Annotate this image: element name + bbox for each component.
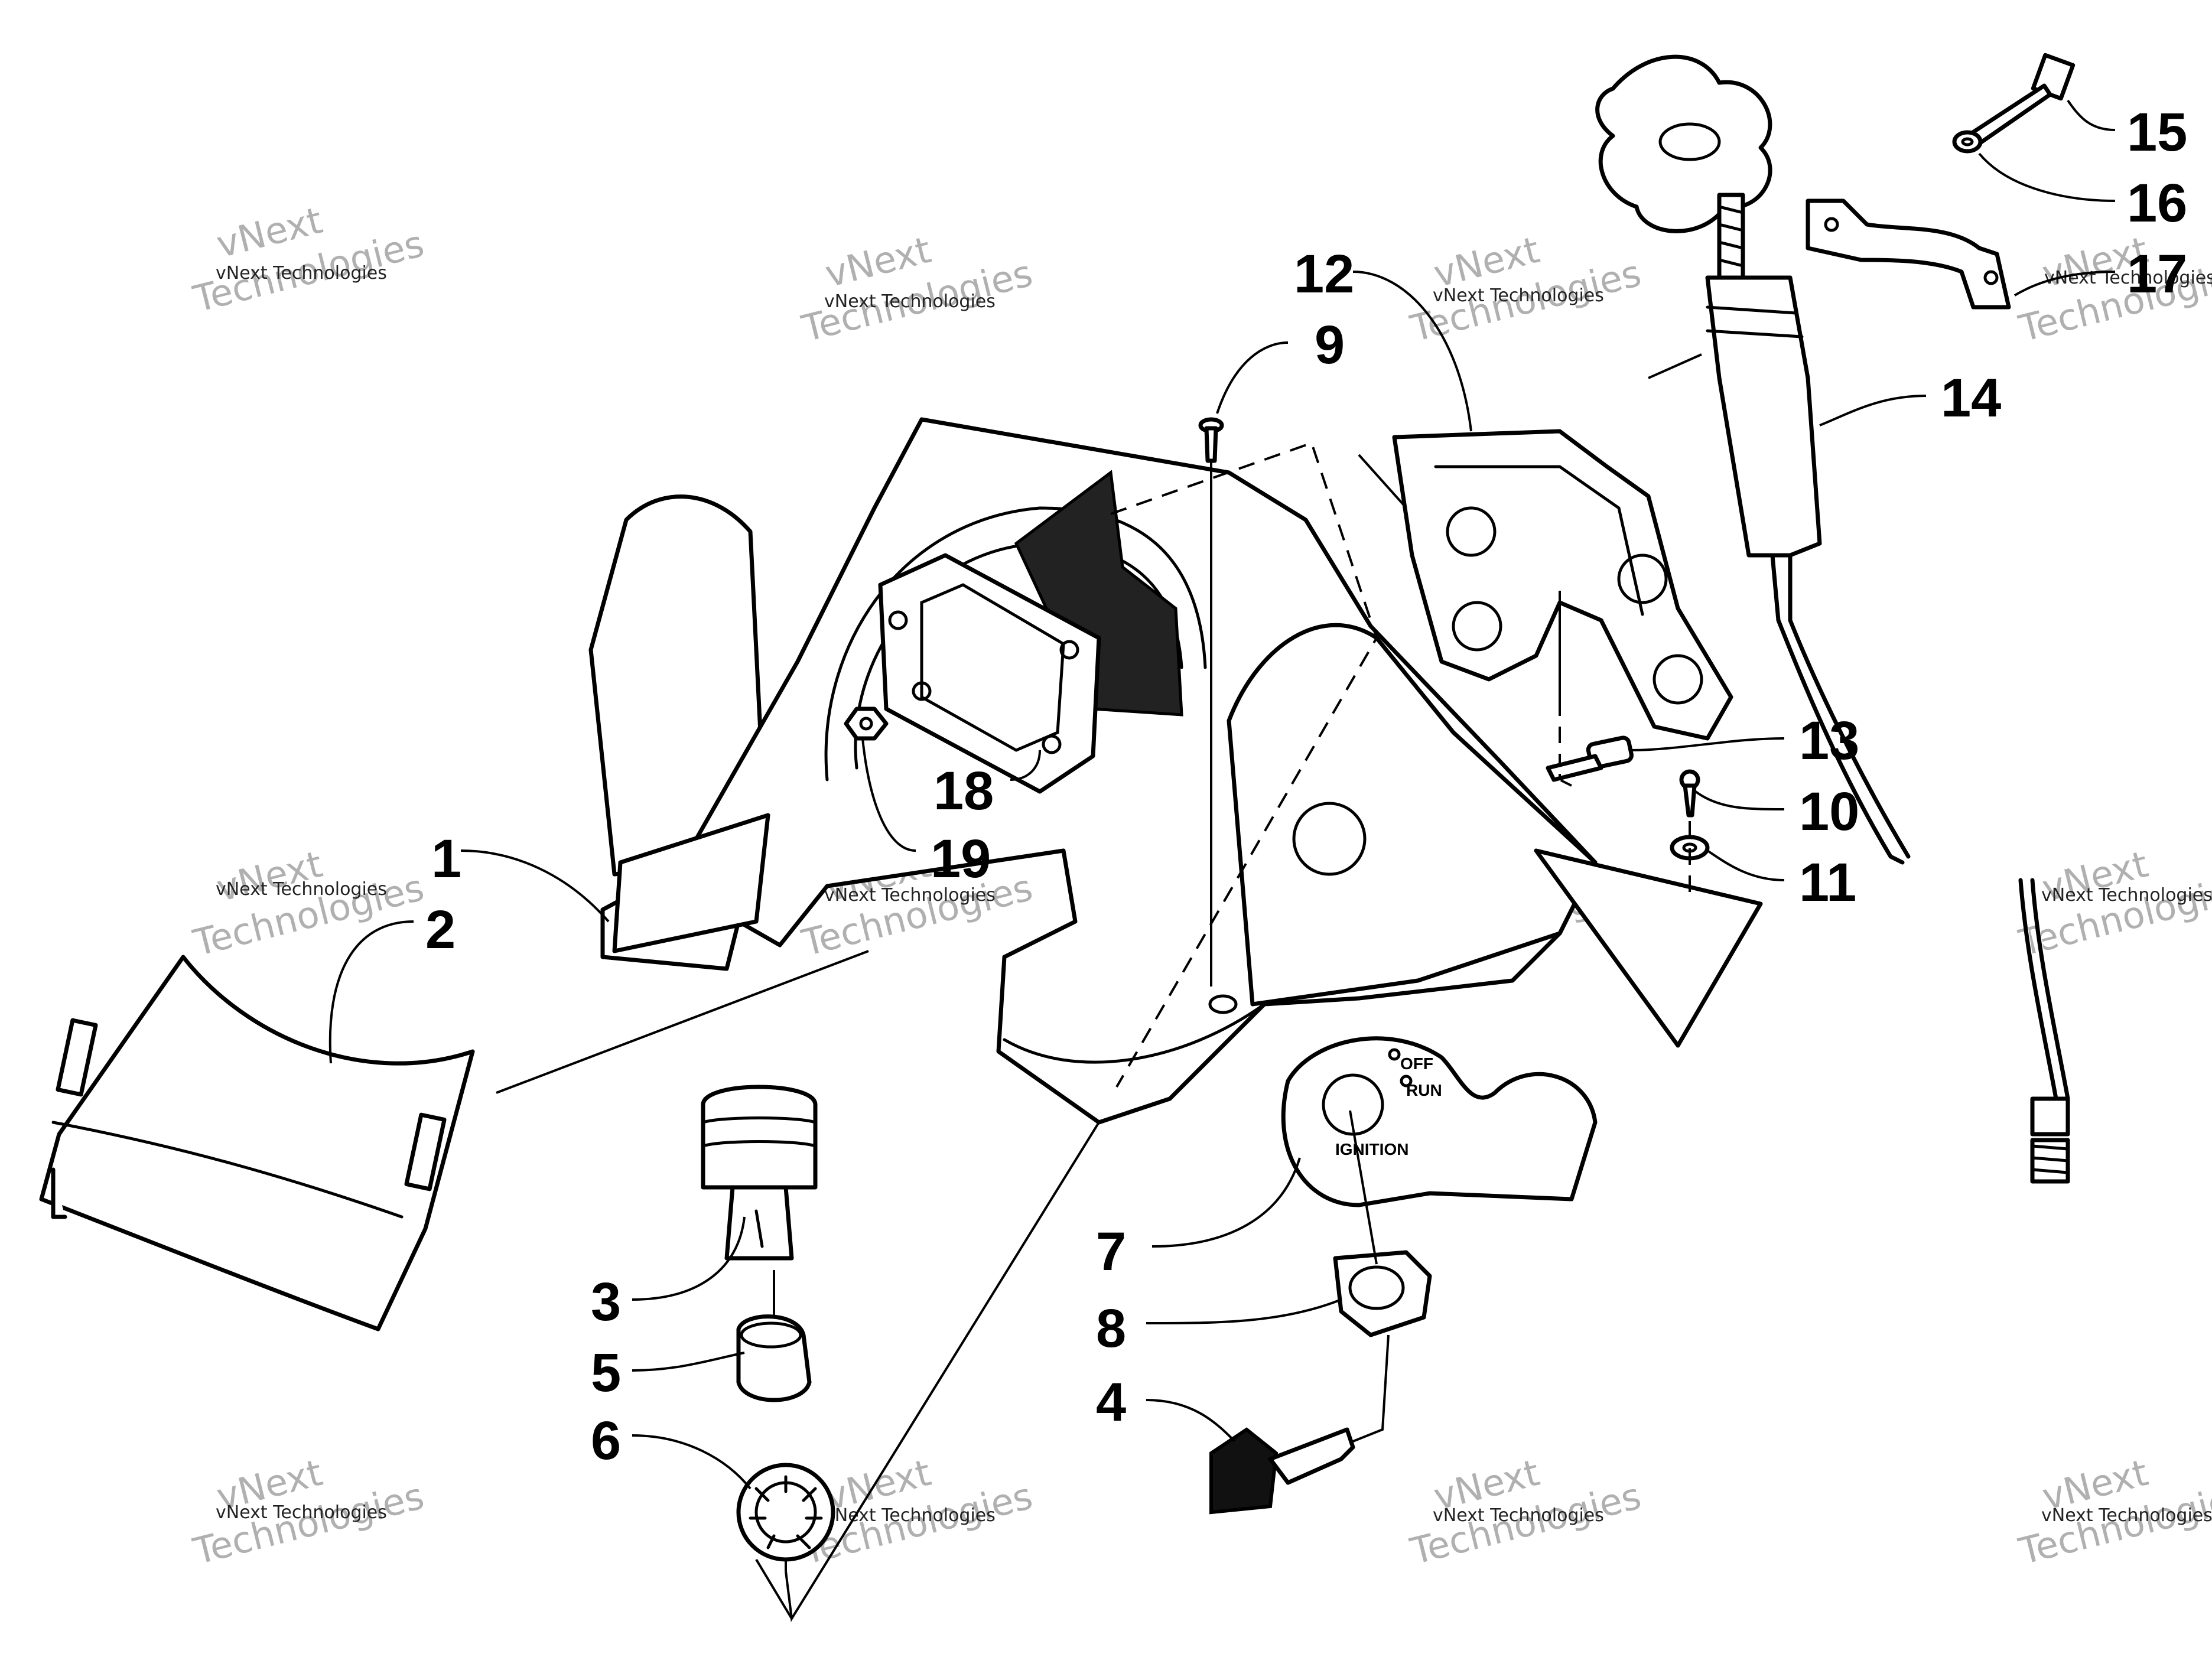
part-10-screw	[1679, 769, 1700, 818]
part-9-screw	[1198, 417, 1224, 986]
part-14-primer	[1595, 54, 2070, 1184]
watermark-text: vNext Technologies	[2041, 1505, 2212, 1526]
leader-1	[460, 849, 610, 923]
watermark-text: vNext Technologies	[2044, 268, 2212, 288]
callout-14: 14	[1941, 368, 2001, 428]
leader-8	[1146, 1298, 1342, 1324]
leader-5	[632, 1352, 745, 1372]
part-19-nut	[844, 706, 889, 741]
leader-12	[1352, 271, 1472, 432]
callout-3: 3	[591, 1272, 621, 1332]
part-15-bolt	[1965, 53, 2076, 150]
callout-13: 13	[1799, 711, 1859, 771]
callout-10: 10	[1799, 782, 1859, 842]
part-4-key	[1209, 1334, 1390, 1515]
callout-11: 11	[1799, 852, 1856, 913]
watermark-3: vNext Technologies	[1406, 228, 1645, 350]
watermark-text: vNext Technologies	[824, 1505, 996, 1526]
callout-numbers: 1 2 3 4 5 6 7 8 9 10 11 12 13 14 15 16 1…	[425, 102, 2187, 1471]
watermark-12: vNext Technologies	[2015, 1451, 2212, 1573]
leader-11	[1706, 849, 1785, 881]
watermark-2: vNext Technologies	[798, 228, 1037, 350]
ignition-mount-hole	[1292, 802, 1367, 876]
part-7-ignition-plate: OFF RUN IGNITION	[1281, 1036, 1598, 1207]
watermark-text: vNext Technologies	[2041, 885, 2212, 906]
watermark-text: vNext Technologies	[216, 263, 387, 284]
part-11-washer	[1670, 821, 1710, 898]
leader-19	[861, 738, 916, 852]
leader-9	[1216, 341, 1289, 414]
watermark-1: vNext Technologies	[189, 198, 428, 321]
part-12-bracket	[1392, 429, 1733, 787]
leader-13	[1630, 737, 1785, 751]
leader-7	[1151, 1157, 1301, 1248]
leader-4	[1146, 1399, 1236, 1443]
watermark-11: vNext Technologies	[1406, 1451, 1645, 1573]
ignition-label: IGNITION	[1335, 1140, 1408, 1158]
ignition-off-label: OFF	[1400, 1054, 1433, 1073]
part-17-clamp	[1806, 198, 2011, 310]
callout-19: 19	[931, 829, 991, 889]
watermark-text: vNext Technologies	[216, 1502, 387, 1523]
ignition-run-label: RUN	[1406, 1081, 1442, 1099]
callout-8: 8	[1096, 1298, 1126, 1359]
leader-3	[632, 1216, 746, 1301]
callout-12: 12	[1294, 244, 1354, 304]
leader-15	[2067, 99, 2116, 131]
part-18-insert	[878, 553, 1101, 794]
leader-lines	[328, 99, 2116, 1490]
part-2-lower-panel	[39, 950, 869, 1331]
callout-9: 9	[1315, 315, 1345, 375]
callout-18: 18	[933, 761, 994, 821]
leader-6	[632, 1434, 752, 1490]
callout-1: 1	[431, 829, 461, 889]
leader-16	[1978, 152, 2116, 202]
callout-15: 15	[2127, 102, 2187, 162]
leader-2	[328, 920, 414, 1064]
part-8-nut	[1333, 1110, 1432, 1337]
watermark-text: vNext Technologies	[216, 879, 387, 900]
watermark-text: vNext Technologies	[824, 885, 996, 906]
watermark-text: vNext Technologies	[1433, 1505, 1604, 1526]
part-6-lock-washer	[736, 1121, 1100, 1622]
part-16-washer	[1952, 130, 1983, 154]
callout-5: 5	[591, 1343, 621, 1403]
callout-17: 17	[2127, 244, 2187, 304]
leader-10	[1694, 790, 1785, 810]
part-3-switch	[701, 1085, 818, 1261]
leader-14	[1819, 395, 1927, 426]
part-13-bolt	[1546, 735, 1634, 782]
callout-2: 2	[425, 900, 456, 960]
watermark-text: vNext Technologies	[824, 291, 996, 312]
callout-6: 6	[591, 1411, 621, 1471]
watermark-9: vNext Technologies	[189, 1451, 428, 1573]
callout-16: 16	[2127, 173, 2187, 233]
callout-4: 4	[1096, 1372, 1126, 1432]
leader-17	[2013, 271, 2116, 297]
watermark-text: vNext Technologies	[1433, 285, 1604, 306]
part-5-ring	[736, 1270, 812, 1402]
leader-18	[1010, 750, 1041, 781]
callout-7: 7	[1096, 1222, 1126, 1282]
